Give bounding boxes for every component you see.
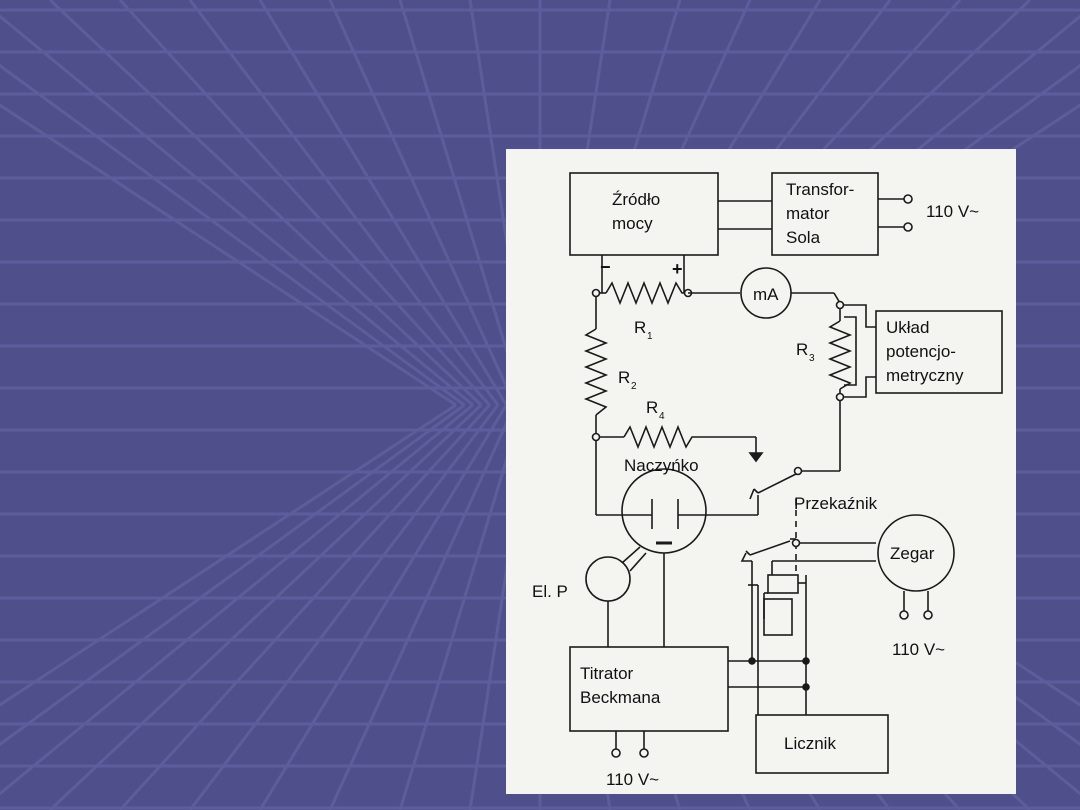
power-source-label-2: mocy	[612, 214, 653, 233]
transformer-label-1: Transfor-	[786, 180, 854, 199]
voltage-label-titrator: 110 V~	[606, 770, 659, 789]
counter-block	[755, 714, 889, 774]
resistor-r4	[623, 424, 700, 450]
resistor-r2	[583, 328, 609, 416]
clock-zegar	[877, 514, 955, 592]
ammeter-label: mA	[753, 285, 779, 304]
r4-label: R	[646, 398, 658, 417]
counter-label: Licznik	[784, 734, 836, 753]
r4-subscript: 4	[659, 411, 665, 422]
titrator-block	[569, 646, 729, 732]
resistor-r3	[827, 320, 853, 390]
r1-subscript: 1	[647, 331, 653, 342]
clock-label: Zegar	[890, 544, 935, 563]
potentiometric-label-3: metryczny	[886, 366, 964, 385]
voltage-label-transformer: 110 V~	[926, 202, 979, 221]
minus-sign: −	[600, 257, 611, 277]
electrode-label: El. P	[532, 582, 568, 601]
r3-subscript: 3	[809, 353, 815, 364]
r2-label: R	[618, 368, 630, 387]
transformer-label-2: mator	[786, 204, 830, 223]
circuit-diagram-panel: Źródło mocy Transfor- mator Sola 110 V~ …	[506, 149, 1016, 794]
relay-coil	[767, 574, 799, 594]
relay-label: Przekaźnik	[794, 494, 878, 513]
power-source-label-1: Źródło	[612, 190, 660, 209]
r1-label: R	[634, 318, 646, 337]
resistor-r1	[605, 280, 688, 306]
r2-subscript: 2	[631, 381, 637, 392]
potentiometric-label-1: Układ	[886, 318, 929, 337]
vessel-label: Naczyńko	[624, 456, 699, 475]
titrator-label-2: Beckmana	[580, 688, 661, 707]
r3-label: R	[796, 340, 808, 359]
plus-sign: +	[672, 259, 683, 279]
vessel-cell	[621, 468, 707, 554]
power-source-block	[569, 172, 719, 256]
voltage-label-clock: 110 V~	[892, 640, 945, 659]
titrator-label-1: Titrator	[580, 664, 634, 683]
transformer-label-3: Sola	[786, 228, 821, 247]
potentiometric-label-2: potencjo-	[886, 342, 956, 361]
potentiometric-system-block	[875, 310, 1003, 394]
electrode-p	[585, 556, 631, 602]
transformer-block	[771, 172, 879, 256]
circuit-diagram: Źródło mocy Transfor- mator Sola 110 V~ …	[532, 172, 1003, 789]
